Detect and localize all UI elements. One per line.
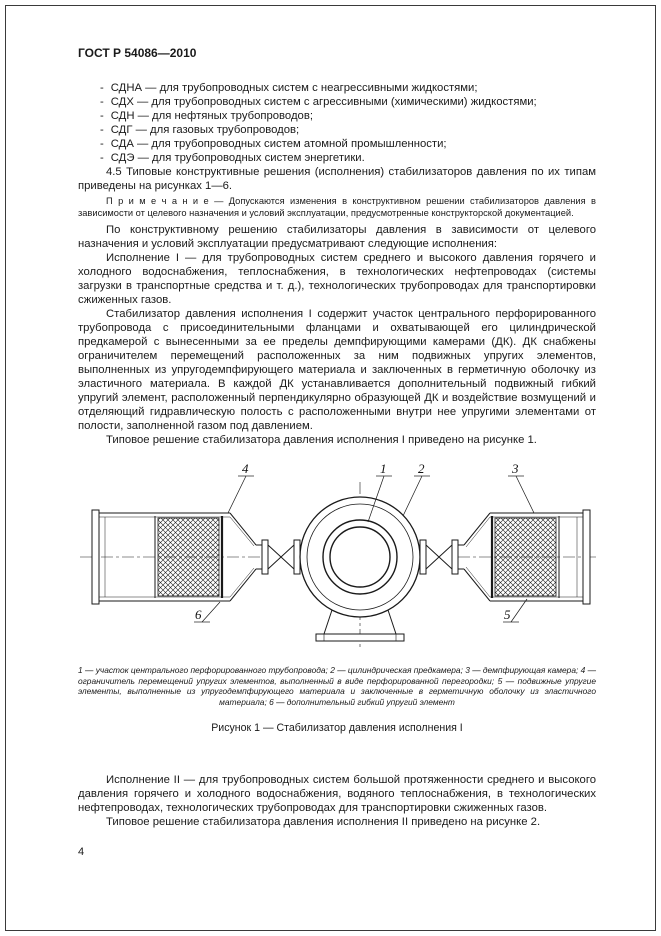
right-damping-chamber bbox=[458, 509, 591, 605]
figure-1-drawing: 4 1 2 3 6 5 bbox=[80, 461, 596, 650]
left-coupling bbox=[261, 539, 301, 575]
elastic-elements-block-right bbox=[494, 517, 557, 597]
page-content: ГОСТ Р 54086—2010 -СДНА — для трубопрово… bbox=[78, 46, 596, 829]
list-item: -СДНА — для трубопроводных систем с неаг… bbox=[78, 81, 596, 95]
support-base bbox=[315, 633, 405, 642]
left-damping-chamber bbox=[91, 509, 262, 605]
list-marker: - bbox=[100, 138, 104, 150]
elastic-elements-block-left bbox=[157, 517, 220, 597]
list-marker: - bbox=[100, 96, 104, 108]
paragraph-typical-solution-1: Типовое решение стабилизатора давления и… bbox=[106, 434, 537, 446]
list-item-text: СДХ — для трубопроводных систем с агресс… bbox=[110, 96, 537, 108]
list-item-text: СДНА — для трубопроводных систем с неагр… bbox=[110, 82, 478, 94]
callout-4: 4 bbox=[242, 461, 249, 476]
list-marker: - bbox=[100, 110, 104, 122]
list-item-text: СДН — для нефтяных трубопроводов; bbox=[110, 110, 313, 122]
figure-legend: 1 — участок центрального перфорированног… bbox=[78, 665, 596, 707]
list-item: -СДГ — для газовых трубопроводов; bbox=[78, 123, 596, 137]
callout-2: 2 bbox=[418, 461, 425, 476]
figure-1: 4 1 2 3 6 5 bbox=[78, 460, 596, 660]
paragraph-constructive: По конструктивному решению стабилизаторы… bbox=[78, 224, 596, 250]
doc-code-header: ГОСТ Р 54086—2010 bbox=[78, 46, 197, 60]
list-item-text: СДГ — для газовых трубопроводов; bbox=[110, 124, 300, 136]
figure-caption: Рисунок 1 — Стабилизатор давления исполн… bbox=[211, 722, 463, 734]
central-pipe-outer bbox=[322, 519, 398, 595]
central-pipe-section bbox=[299, 496, 421, 642]
callout-leaders bbox=[194, 475, 535, 623]
callout-1: 1 bbox=[380, 461, 387, 476]
list-item: -СДН — для нефтяных трубопроводов; bbox=[78, 109, 596, 123]
prechamber-shell bbox=[299, 496, 421, 618]
list-marker: - bbox=[100, 152, 104, 164]
list-item: -СДЭ — для трубопроводных систем энергет… bbox=[78, 151, 596, 165]
list-item: -СДА — для трубопроводных систем атомной… bbox=[78, 137, 596, 151]
paragraph-ispolnenie-2: Исполнение II — для трубопроводных систе… bbox=[78, 774, 596, 814]
callout-3: 3 bbox=[511, 461, 519, 476]
paragraph-4-5: 4.5 Типовые конструктивные решения (испо… bbox=[78, 166, 596, 192]
list-marker: - bbox=[100, 124, 104, 136]
list-marker: - bbox=[100, 82, 104, 94]
page-number: 4 bbox=[78, 846, 85, 858]
note-paragraph: П р и м е ч а н и е — Допускаются измене… bbox=[78, 196, 596, 218]
right-coupling bbox=[419, 539, 459, 575]
list-item-text: СДЭ — для трубопроводных систем энергети… bbox=[110, 152, 365, 164]
list-item: -СДХ — для трубопроводных систем с агрес… bbox=[78, 95, 596, 109]
list-item-text: СДА — для трубопроводных систем атомной … bbox=[110, 138, 447, 150]
paragraph-ispolnenie-1: Исполнение I — для трубопроводных систем… bbox=[78, 252, 596, 306]
paragraph-stabilizer-description: Стабилизатор давления исполнения I содер… bbox=[78, 308, 596, 432]
callout-5: 5 bbox=[504, 607, 511, 622]
paragraph-typical-solution-2: Типовое решение стабилизатора давления и… bbox=[106, 816, 541, 828]
central-pipe-inner bbox=[329, 526, 391, 588]
callout-6: 6 bbox=[195, 607, 202, 622]
